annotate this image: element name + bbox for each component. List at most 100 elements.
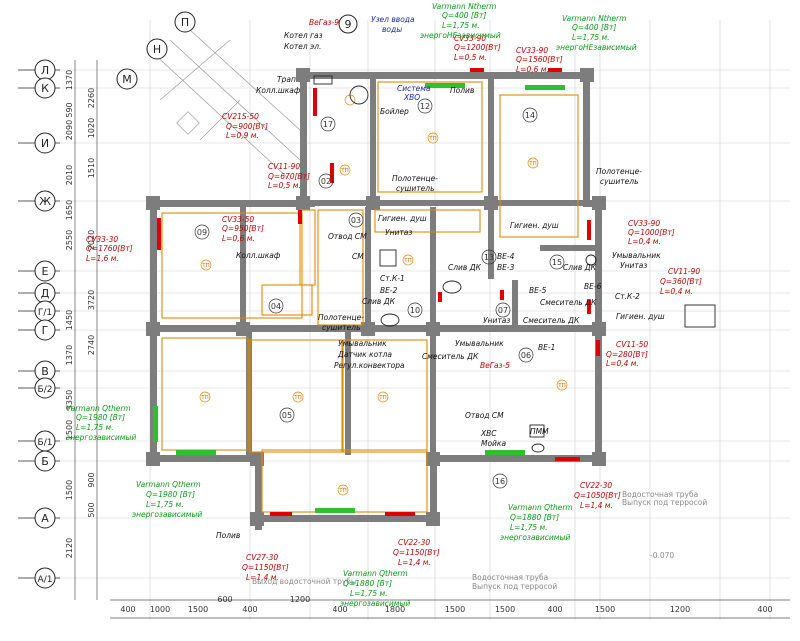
label-vody: воды	[382, 25, 402, 34]
axis-label-n: Н	[153, 43, 161, 56]
axis-circle-n	[146, 38, 168, 60]
room-02: 02	[321, 177, 331, 186]
label-ve3: ВЕ-3	[497, 263, 515, 272]
label-otvod-sm: Отвод СМ	[328, 232, 367, 241]
axis-label-9: 9	[345, 18, 352, 31]
plumbing-fixtures	[313, 75, 716, 453]
label-slivdk2: Слив ДК	[563, 263, 597, 272]
label-poliv2: Полив	[216, 531, 240, 540]
label-datchik: Датчик котла	[337, 350, 392, 359]
rad-r11-l: L=1,4 м.	[246, 573, 279, 582]
rad-g0-l: L=1,75 м.	[442, 21, 480, 30]
rad-g0-e: энергоНЕзависимый	[420, 31, 501, 40]
dim-left2-1: 1020	[87, 118, 96, 138]
dim-left-1: 590	[65, 102, 74, 117]
tp-label-10: ТП	[403, 258, 412, 264]
label-polotence2b: сушитель	[600, 177, 639, 186]
rad-r4-q: Q=1200[Bт]	[454, 43, 501, 52]
room-17: 17	[323, 120, 333, 129]
dim-left-10: 1500	[65, 480, 74, 500]
dim-left-7: 3350	[65, 390, 74, 410]
dim-left-2: 2090	[65, 120, 74, 140]
rad-r11-q: Q=1150[Bт]	[242, 563, 289, 572]
label-slivdk3: Слив ДК	[362, 297, 396, 306]
rad-g1-e: энергоНЕзависимый	[556, 43, 637, 52]
dim-left-5: 2550	[65, 230, 74, 250]
rad-r2-q: Q=950[Bт]	[222, 224, 264, 233]
label-unitaz3: Унитаз	[483, 316, 510, 325]
axis-label-a1: А/1	[38, 575, 53, 585]
room-15: 15	[552, 258, 562, 267]
dim-bottom-2: 1500	[188, 605, 208, 614]
axis-label-d: Д	[41, 287, 50, 300]
rad-g0-q: Q=400 [Bт]	[442, 11, 486, 20]
radiator-labels-green: Varmann Ntherm Q=400 [Bт] L=1,75 м. энер…	[66, 2, 637, 608]
dim-bottom-3: 600	[217, 595, 232, 604]
tp-label-4: ТП	[200, 395, 209, 401]
rad-r3-q: Q=1760[Bт]	[86, 244, 133, 253]
label-ve1: ВЕ-1	[538, 343, 555, 352]
rad-g3-e: энергозависимый	[132, 510, 202, 519]
rad-r0-model: CV21S-50	[222, 112, 259, 121]
label-smesitel1: Смеситель ДК	[540, 298, 597, 307]
label-otvod-sm2: Отвод СМ	[465, 411, 504, 420]
labels-gray: Водосточная труба Выпуск под терросой Во…	[252, 490, 707, 591]
radiators-green-bars	[153, 83, 565, 513]
rad-r10-l: L=1,4 м.	[398, 558, 431, 567]
axis-label-v: В	[41, 365, 49, 378]
label-polotence3b: сушитель	[322, 323, 361, 332]
label-hvo: ХВО	[403, 93, 420, 102]
axis-label-a: А	[41, 512, 49, 525]
label-polotence2: Полотенце-	[596, 167, 642, 176]
dim-bottom-0: 400	[120, 605, 135, 614]
rad-g5-e: энергозависимый	[340, 599, 410, 608]
rad-g4-l: L=1,75 м.	[510, 523, 548, 532]
tp-label-2: ТП	[528, 161, 537, 167]
tp-label-1: ТП	[428, 136, 437, 142]
label-ve2: ВЕ-2	[380, 286, 398, 295]
dim-bottom-7: 1800	[385, 605, 405, 614]
label-slivdk1: Слив ДК	[448, 263, 482, 272]
rad-r4-l: L=0,5 м.	[454, 53, 487, 62]
axis-circle-m	[116, 68, 138, 90]
dim-left-4: 1650	[65, 200, 74, 220]
axis-labels: П Н Л М К И Ж Е Д Г/1 Г В Б/2 Б/1 Б А А/…	[34, 11, 358, 589]
rad-g2-l: L=1,75 м.	[76, 423, 114, 432]
rad-r3-l: L=1,6 м.	[86, 254, 119, 263]
axis-circle-b2	[34, 377, 56, 399]
tp-label-3: ТП	[201, 263, 210, 269]
walls	[146, 68, 606, 530]
label-sistema: Система	[397, 84, 431, 93]
label-smesitel3: Смеситель ДК	[422, 352, 479, 361]
label-vypusk1: Выпуск под терросой	[622, 498, 707, 507]
rad-r10-q: Q=1150[Bт]	[393, 548, 440, 557]
label-vegaz5: ВеГаз-5	[480, 361, 510, 370]
dim-left2-8: 500	[87, 502, 96, 517]
label-koll-shkaf2: Колл.шкаф	[236, 251, 281, 260]
label-poliv1: Полив	[450, 86, 474, 95]
axis-label-b2: Б/2	[38, 385, 53, 395]
label-polotence1: Полотенце-	[392, 174, 438, 183]
room-13: 13	[484, 253, 494, 262]
dim-left-3: 2010	[65, 165, 74, 185]
rad-r5-l: L=0,6 м.	[516, 65, 549, 74]
tp-label-7: ТП	[338, 488, 347, 494]
axis-label-m: М	[122, 73, 132, 86]
axis-label-zh: Ж	[39, 195, 51, 208]
rad-g2-e: энергозависимый	[66, 433, 136, 442]
label-moika: Мойка	[481, 439, 506, 448]
tp-label-8: ТП	[557, 383, 566, 389]
rad-r5-model: CV33-90	[516, 46, 548, 55]
axis-circle-g	[34, 319, 56, 341]
label-vyhod: Выход водосточной трубы	[252, 577, 357, 586]
label-vegaz9: ВеГаз-9	[309, 18, 339, 27]
label-polotence1b: сушитель	[396, 184, 435, 193]
label-koll-shkaf: Колл.шкаф	[256, 86, 301, 95]
dim-left-0: 1370	[65, 70, 74, 90]
label-umyvalnik2: Умывальник	[338, 339, 387, 348]
rad-r6-l: L=0,4 м.	[628, 237, 661, 246]
rad-g1-q: Q=400 [Bт]	[572, 23, 616, 32]
rad-r6-q: Q=1000[Bт]	[628, 228, 675, 237]
axis-circle-a	[34, 507, 56, 529]
